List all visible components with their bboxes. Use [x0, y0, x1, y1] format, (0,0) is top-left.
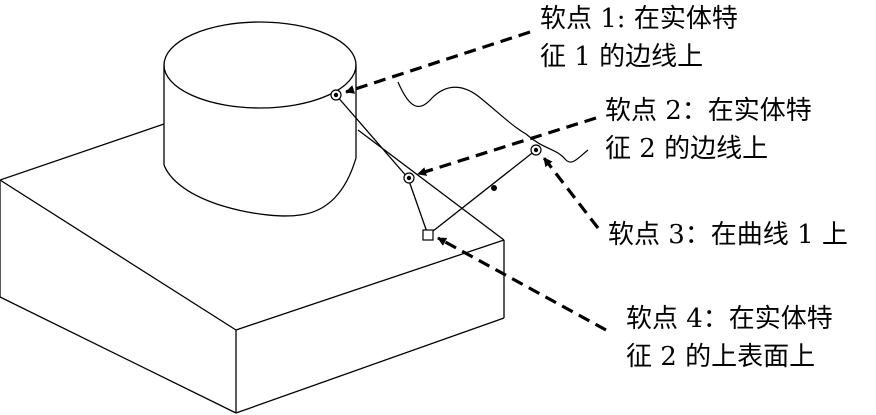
cylinder-top-ellipse	[163, 21, 357, 109]
callout-soft-point-2: 软点 2：在实体特 征 2 的边线上	[605, 92, 812, 168]
cylinder-bottom-arc	[163, 157, 357, 217]
leader-arrow-4	[437, 236, 607, 332]
leader-arrow-3	[542, 157, 600, 229]
callout-soft-point-3: 软点 3：在曲线 1 上	[608, 216, 848, 254]
callout-soft-point-1: 软点 1: 在实体特 征 1 的边线上	[540, 0, 738, 76]
block-bottom-left-edge	[0, 296, 237, 414]
soft-points	[330, 89, 542, 241]
callout-2-line-1: 软点 2：在实体特	[605, 96, 812, 126]
callout-1-line-2: 征 1 的边线上	[540, 42, 704, 72]
leader-arrows	[345, 30, 607, 332]
leader-arrow-1	[345, 30, 531, 94]
callout-4-line-1: 软点 4：在实体特	[626, 304, 833, 334]
callout-2-line-2: 征 2 的边线上	[605, 134, 769, 164]
block-top-left-edge	[0, 123, 505, 331]
callout-4-line-2: 征 2 的上表面上	[626, 342, 816, 372]
soft-point-4-marker	[422, 229, 434, 241]
solid-block	[0, 123, 505, 414]
leader-arrow-2	[417, 116, 597, 176]
callout-1-line-1: 软点 1: 在实体特	[540, 4, 738, 34]
spline-midpoint-marker	[491, 185, 497, 191]
spline-through-soft-points	[335, 94, 537, 236]
soft-point-3-marker	[530, 144, 542, 156]
callout-soft-point-4: 软点 4：在实体特 征 2 的上表面上	[626, 300, 833, 376]
soft-point-1-marker	[330, 89, 342, 101]
curve-1	[397, 81, 589, 163]
solid-cylinder	[163, 21, 357, 217]
soft-point-2-marker	[403, 172, 415, 184]
block-bottom-right-edge	[235, 317, 505, 414]
callout-3-line-1: 软点 3：在曲线 1 上	[608, 220, 848, 250]
